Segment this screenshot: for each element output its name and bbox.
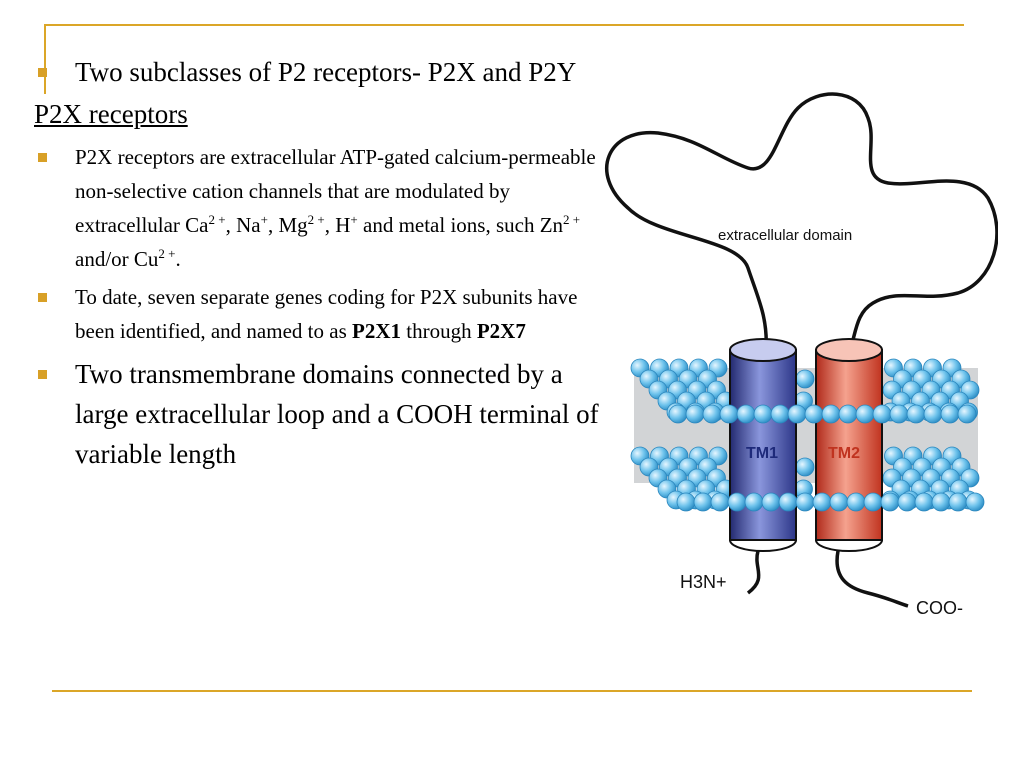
lipid-bead bbox=[778, 492, 798, 512]
cu-charge: 2 + bbox=[158, 246, 176, 261]
bullet-marker bbox=[38, 370, 47, 379]
lipid-bead bbox=[710, 492, 730, 512]
lipid-bead bbox=[753, 404, 773, 424]
lipid-bead bbox=[948, 492, 968, 512]
zn-charge: 2 + bbox=[563, 212, 581, 227]
h-charge: + bbox=[350, 212, 358, 227]
definition-text-2: , Na bbox=[225, 213, 261, 237]
extracellular-loop bbox=[605, 92, 998, 351]
top-rule bbox=[44, 24, 964, 26]
lipid-bead bbox=[795, 369, 815, 389]
left-rule bbox=[44, 24, 46, 94]
bullet-marker bbox=[38, 153, 47, 162]
tm1-helix: TM1 bbox=[729, 338, 797, 552]
lipid-bead bbox=[668, 404, 688, 424]
bullet-domains: Two transmembrane domains connected by a… bbox=[34, 354, 604, 474]
p2x-topology-diagram: extracellular domain TM1 TM2 H3N+ COO- bbox=[605, 92, 998, 618]
lipid-bead bbox=[795, 492, 815, 512]
lipid-bead bbox=[795, 457, 815, 477]
lipid-bead bbox=[719, 404, 739, 424]
n-terminus-label: H3N+ bbox=[680, 572, 727, 592]
bullet-definition: P2X receptors are extracellular ATP-gate… bbox=[34, 140, 604, 276]
lipid-bead bbox=[736, 404, 756, 424]
front-lipid-beads bbox=[668, 404, 985, 512]
c-terminus-label: COO- bbox=[916, 598, 963, 618]
lipid-bead bbox=[693, 492, 713, 512]
lipid-bead bbox=[787, 404, 807, 424]
genes-last: P2X7 bbox=[476, 319, 526, 343]
lipid-bead bbox=[931, 492, 951, 512]
lipid-bead bbox=[923, 404, 943, 424]
lipid-bead bbox=[685, 404, 705, 424]
section-heading: P2X receptors bbox=[34, 99, 188, 129]
bullet-marker bbox=[38, 68, 47, 77]
lipid-bead bbox=[829, 492, 849, 512]
lipid-bead bbox=[804, 404, 824, 424]
lipid-bead bbox=[838, 404, 858, 424]
genes-text-1: To date, seven separate genes coding for… bbox=[75, 285, 578, 343]
tm2-helix: TM2 bbox=[815, 338, 883, 552]
lipid-bead bbox=[872, 404, 892, 424]
bullet-subclasses: Two subclasses of P2 receptors- P2X and … bbox=[34, 52, 604, 92]
mg-charge: 2 + bbox=[307, 212, 325, 227]
lipid-bead bbox=[770, 404, 790, 424]
lipid-bead bbox=[889, 404, 909, 424]
n-terminus-tail bbox=[746, 550, 761, 595]
bullet-genes: To date, seven separate genes coding for… bbox=[34, 280, 604, 348]
lipid-bead bbox=[744, 492, 764, 512]
definition-text-1: P2X receptors are extracellular ATP-gate… bbox=[75, 145, 596, 237]
lipid-bead bbox=[855, 404, 875, 424]
definition-text-5: and metal ions, such Zn bbox=[357, 213, 564, 237]
bullet-subclasses-text: Two subclasses of P2 receptors- P2X and … bbox=[75, 57, 577, 87]
definition-text-3: , Mg bbox=[267, 213, 308, 237]
bullet-domains-text: Two transmembrane domains connected by a… bbox=[75, 359, 599, 469]
lipid-bead bbox=[821, 404, 841, 424]
loop-label: extracellular domain bbox=[718, 227, 852, 244]
lipid-bead bbox=[965, 492, 985, 512]
lipid-bead bbox=[863, 492, 883, 512]
lipid-bead bbox=[880, 492, 900, 512]
lipid-bead bbox=[676, 492, 696, 512]
lipid-bead bbox=[812, 492, 832, 512]
lipid-bead bbox=[727, 492, 747, 512]
definition-text-4: , H bbox=[324, 213, 351, 237]
genes-first: P2X1 bbox=[352, 319, 401, 343]
c-terminus-tail bbox=[835, 550, 909, 608]
lipid-bead bbox=[906, 404, 926, 424]
lipid-bead bbox=[957, 404, 977, 424]
lipid-bead bbox=[914, 492, 934, 512]
na-charge: + bbox=[260, 212, 268, 227]
lipid-bead bbox=[846, 492, 866, 512]
lipid-bead bbox=[702, 404, 722, 424]
definition-text-7: . bbox=[175, 247, 181, 271]
lipid-bead bbox=[940, 404, 960, 424]
bottom-rule bbox=[52, 690, 972, 692]
bullet-marker bbox=[38, 293, 47, 302]
tm2-label: TM2 bbox=[828, 445, 860, 462]
tm1-label: TM1 bbox=[746, 445, 778, 462]
genes-text-2: through bbox=[401, 319, 477, 343]
slide-text: Two subclasses of P2 receptors- P2X and … bbox=[34, 52, 604, 474]
lipid-bead bbox=[761, 492, 781, 512]
lipid-bead bbox=[897, 492, 917, 512]
definition-text-6: and/or Cu bbox=[75, 247, 159, 271]
ca-charge: 2 + bbox=[208, 212, 226, 227]
